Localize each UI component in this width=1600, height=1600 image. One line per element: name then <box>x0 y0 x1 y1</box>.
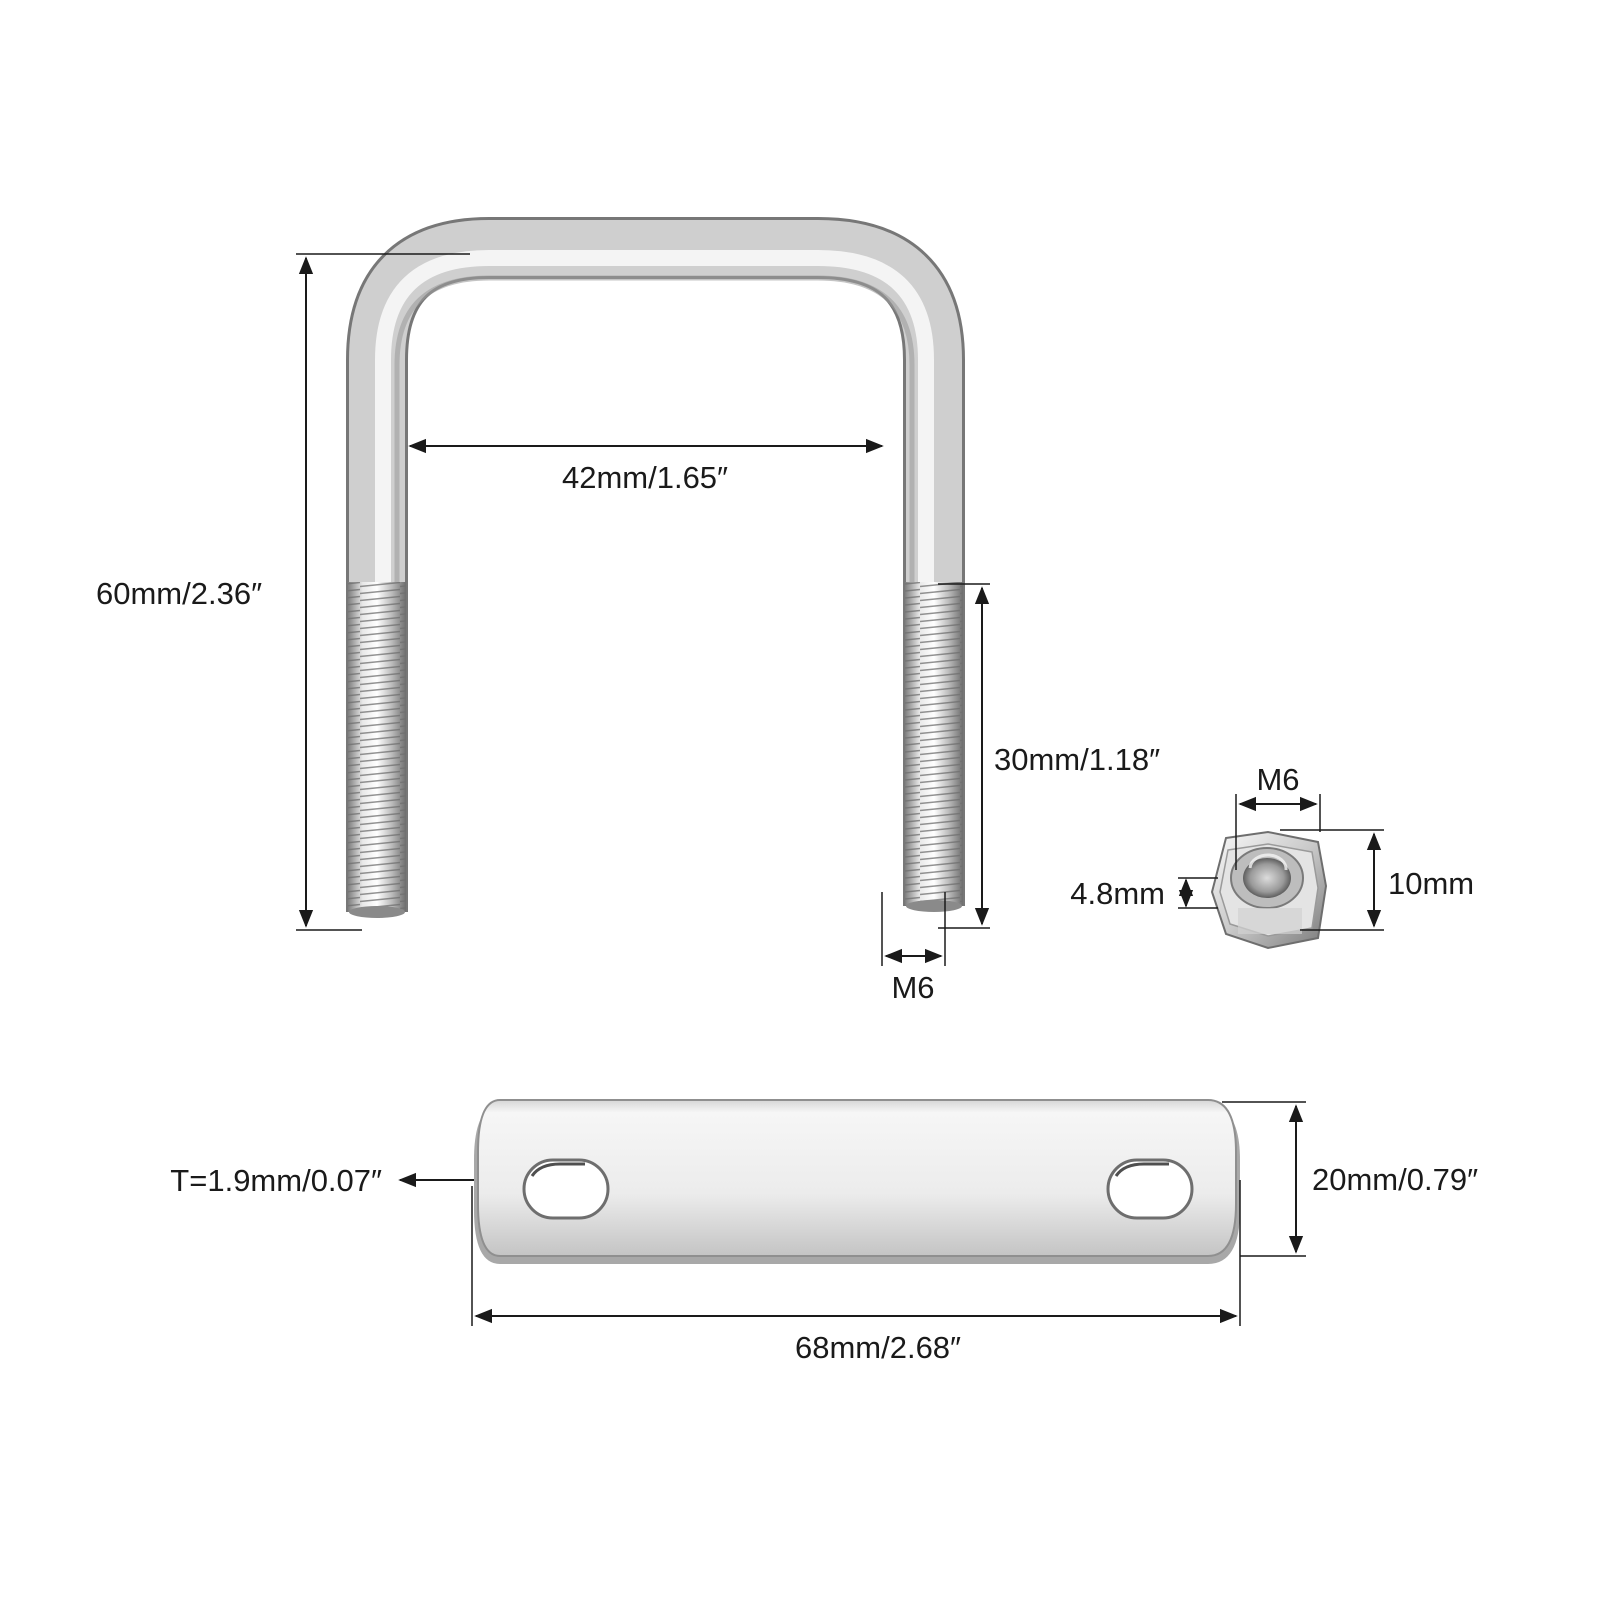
nut-thickness-label: 4.8mm <box>1070 876 1165 911</box>
nut-thread-dimension: M6 <box>1235 762 1321 870</box>
plate-height-label: 20mm/0.79″ <box>1312 1162 1478 1197</box>
ubolt-height-dimension: 60mm/2.36″ <box>96 253 470 931</box>
mounting-plate-image <box>474 1099 1240 1264</box>
plate-length-dimension: 68mm/2.68″ <box>471 1180 1241 1365</box>
nut-width-dimension: 10mm <box>1280 829 1474 931</box>
thread-size-label: M6 <box>891 970 934 1005</box>
thread-length-label: 30mm/1.18″ <box>994 742 1160 777</box>
nut-thickness-dimension: 4.8mm <box>1070 876 1218 911</box>
plate-thickness-label: T=1.9mm/0.07″ <box>170 1163 382 1198</box>
plate-height-dimension: 20mm/0.79″ <box>1222 1101 1478 1257</box>
ubolt-inner-width-label: 42mm/1.65″ <box>562 460 728 495</box>
ubolt-height-label: 60mm/2.36″ <box>96 576 262 611</box>
thread-length-dimension: 30mm/1.18″ <box>938 583 1160 929</box>
nut-thread-label: M6 <box>1256 762 1299 797</box>
plate-length-label: 68mm/2.68″ <box>795 1330 961 1365</box>
nut-width-label: 10mm <box>1388 866 1474 901</box>
hex-nut-image <box>1210 830 1328 950</box>
plate-thickness-dimension: T=1.9mm/0.07″ <box>170 1163 474 1198</box>
ubolt-inner-width-dimension: 42mm/1.65″ <box>408 438 884 495</box>
u-bolt-image <box>346 217 965 918</box>
thread-size-dimension: M6 <box>881 892 946 1005</box>
